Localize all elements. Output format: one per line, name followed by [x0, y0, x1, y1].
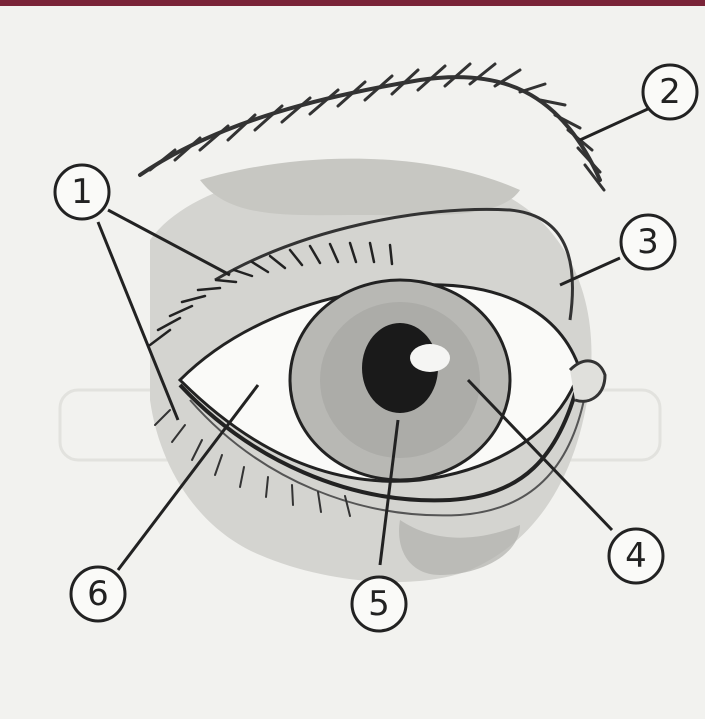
callout-2: 2	[643, 65, 697, 119]
callout-label: 5	[368, 584, 390, 624]
callout-6: 6	[71, 567, 125, 621]
callout-label: 6	[87, 574, 109, 614]
callout-5: 5	[352, 577, 406, 631]
callout-label: 1	[71, 172, 93, 212]
pupil-highlight	[410, 344, 450, 372]
callout-1: 1	[55, 165, 109, 219]
callout-label: 2	[659, 72, 681, 112]
callout-4: 4	[609, 529, 663, 583]
callout-label: 3	[637, 222, 659, 262]
top-bar	[0, 0, 705, 6]
callout-label: 4	[625, 536, 647, 576]
callout-3: 3	[621, 215, 675, 269]
